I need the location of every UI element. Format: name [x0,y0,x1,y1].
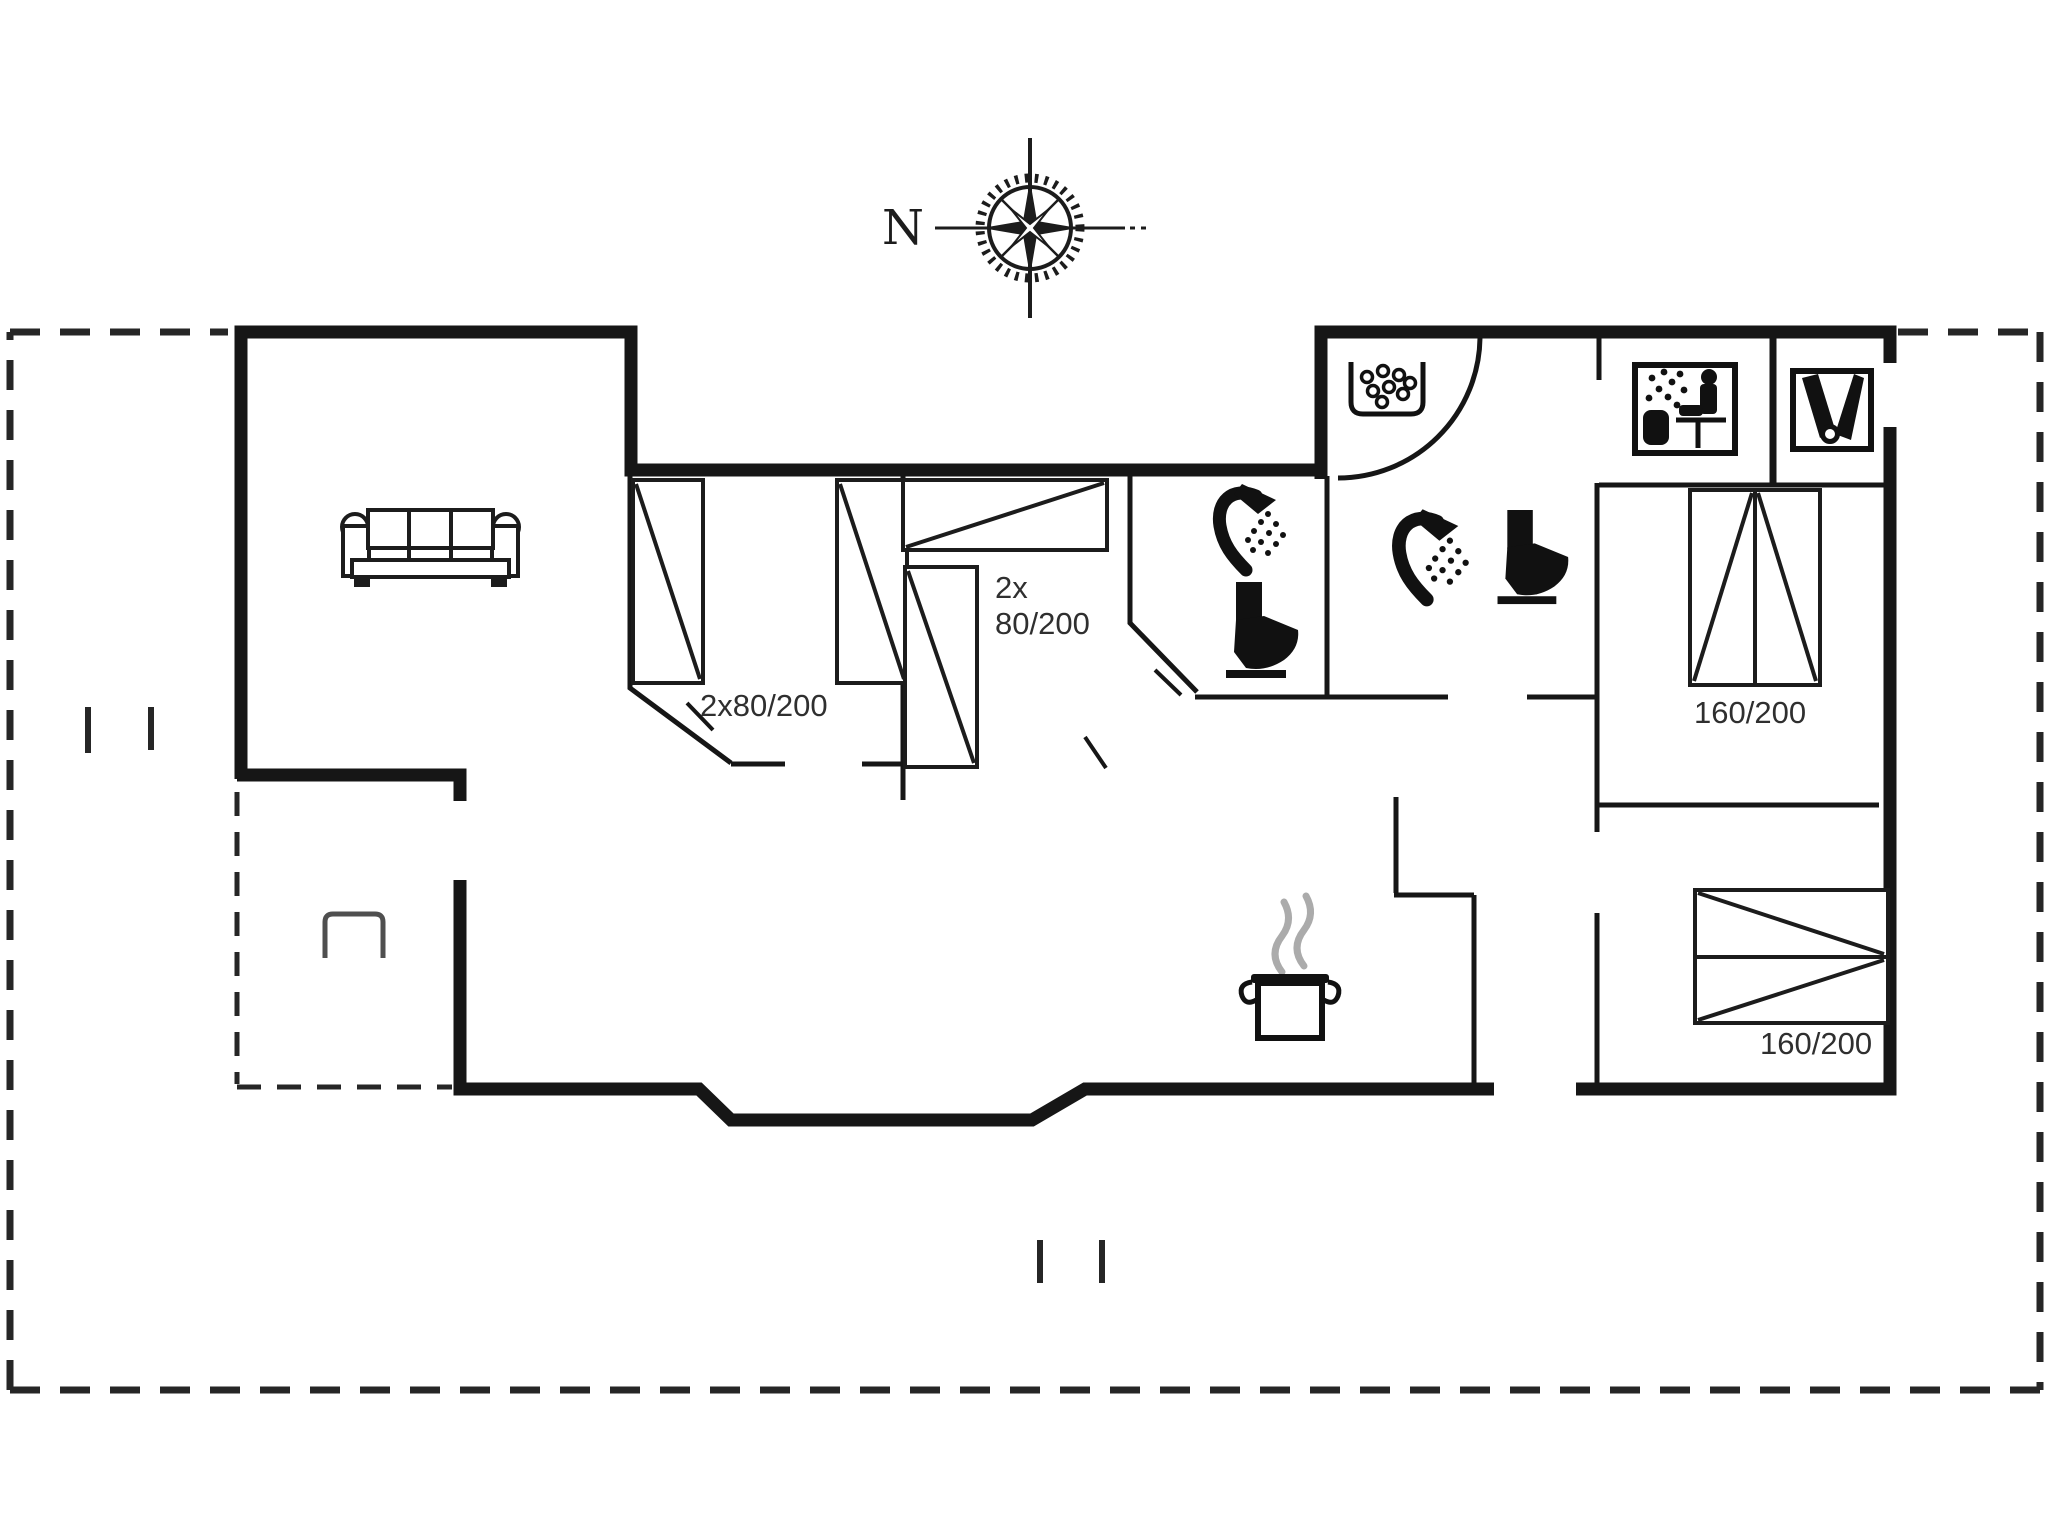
bedroom3-bed-label: 160/200 [1694,695,1806,730]
toilet-icon-1 [1226,582,1299,678]
bedroom1-bed-a [631,478,705,685]
terrace-boundary [234,792,452,1090]
whirlpool-icon [1348,362,1426,417]
boundary-entrance-marks [85,707,1105,1283]
bed-labels: 2x80/200 2x 80/200 160/200 160/200 [700,570,1872,1061]
sauna-icon [1632,362,1738,456]
property-boundary [6,328,2044,1394]
bedroom2-bed-b [903,565,979,769]
compass-north-label: N [882,200,924,256]
bedroom2-bed-label-line1: 2x [995,570,1028,605]
grill-icon [322,911,386,958]
toilet-icon-2 [1497,510,1569,605]
bedroom3-double-bed [1688,488,1822,687]
bedroom1-bed-b [835,478,909,685]
bedroom2-bed-a [901,478,1109,552]
compass-rose-icon: N [882,138,1152,318]
cooking-pot-icon [1238,892,1342,1041]
door-swings [685,337,1483,770]
bedroom4-bed-label: 160/200 [1760,1026,1872,1061]
sofa-icon [340,508,521,587]
bedroom2-bed-label-line2: 80/200 [995,606,1090,641]
shower-icon-2 [1392,509,1469,607]
exterior-walls [234,325,1897,1127]
cleaning-equipment-icon [1790,368,1874,452]
bedroom1-bed-label: 2x80/200 [700,688,828,723]
bedroom4-double-bed [1693,888,1890,1025]
shower-icon-1 [1212,484,1286,577]
